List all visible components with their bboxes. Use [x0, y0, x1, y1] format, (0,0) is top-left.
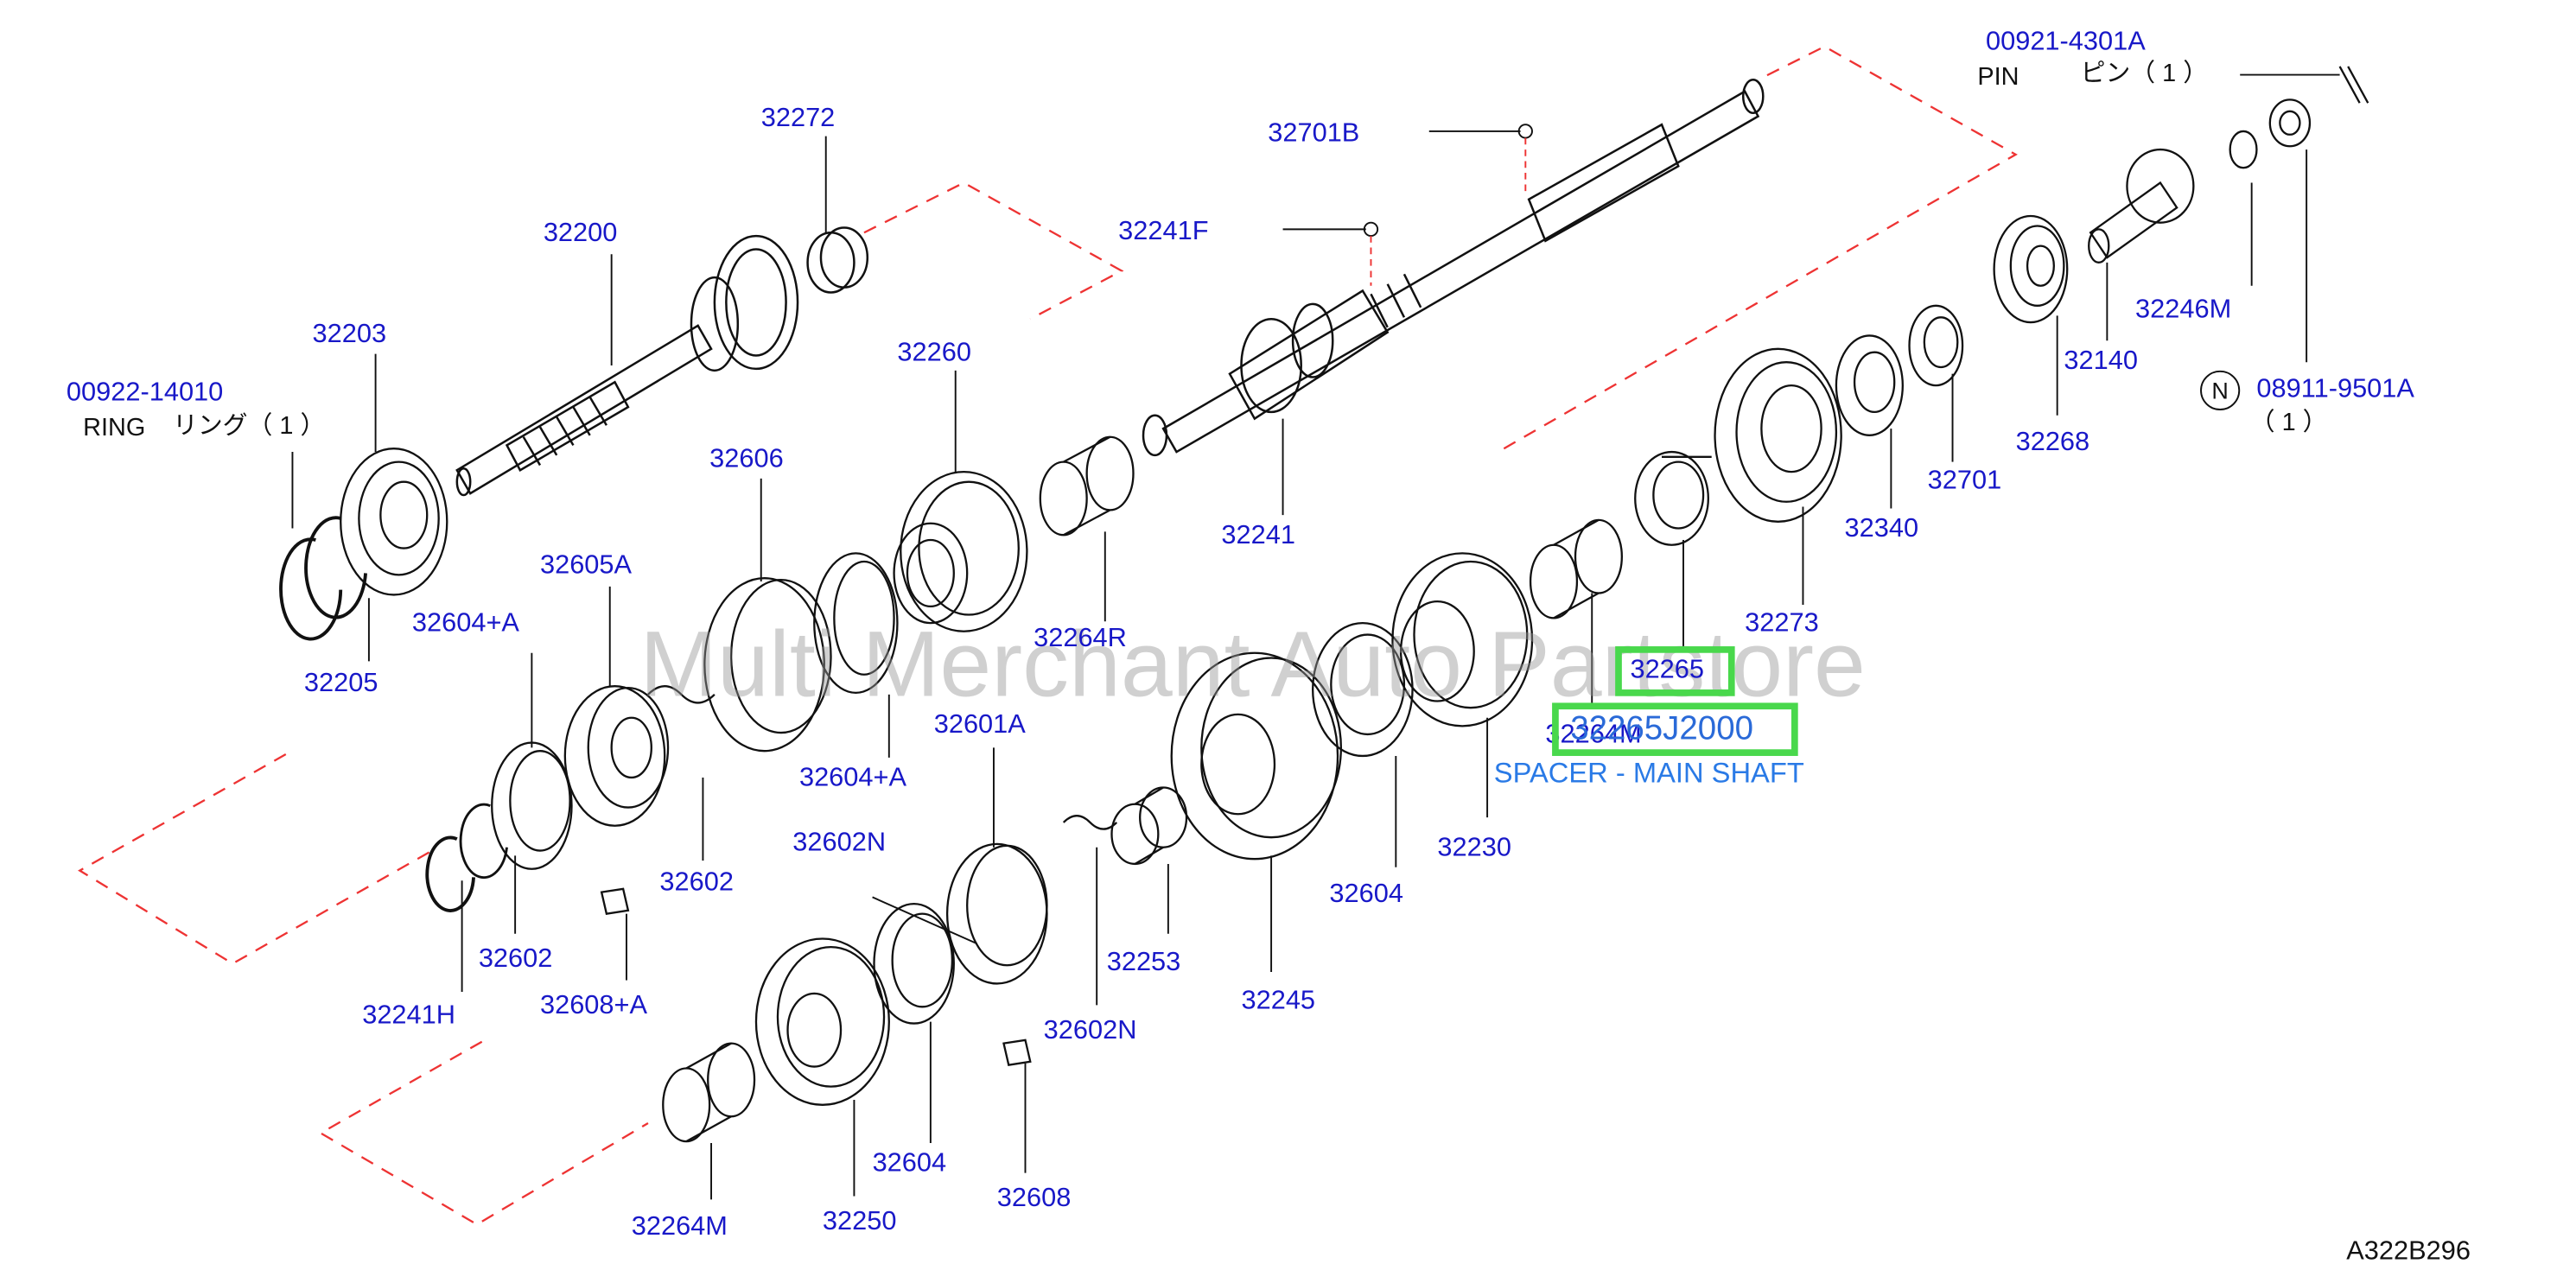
bearing-32264R: [1039, 435, 1135, 537]
gear-32250: [754, 937, 890, 1106]
input-shaft: [455, 226, 869, 497]
callout-32604-c[interactable]: 32604: [872, 1149, 947, 1178]
callout-32203[interactable]: 32203: [312, 321, 387, 349]
callout-32605A[interactable]: 32605A: [539, 551, 633, 581]
spacer-32265: [1634, 450, 1712, 546]
callout-32604A-lower[interactable]: 32604+A: [798, 764, 907, 793]
pin-note-en: PIN: [1977, 63, 2019, 92]
washer-nut: [2229, 66, 2369, 169]
hub-32605A: [425, 685, 716, 915]
n-mark-icon: N: [2200, 370, 2241, 410]
sleeve-32606: [703, 552, 899, 753]
callout-32701B[interactable]: 32701B: [1268, 119, 1360, 149]
leader-lines: [291, 73, 2340, 1200]
bearing-32264M: [1529, 518, 1624, 619]
ring-note-jp: リング（ 1 ）: [172, 411, 326, 441]
gear-32260: [893, 470, 1028, 632]
main-shaft: [1142, 79, 1765, 457]
bearing-32264M-lower: [662, 1042, 756, 1143]
bush-32253: [1062, 786, 1188, 866]
callout-32268[interactable]: 32268: [2015, 429, 2090, 457]
callout-32200[interactable]: 32200: [543, 219, 618, 248]
callout-32264R[interactable]: 32264R: [1034, 625, 1127, 653]
callout-32230[interactable]: 32230: [1437, 834, 1511, 863]
callout-32272[interactable]: 32272: [760, 105, 836, 133]
highlight-ref-box[interactable]: [1615, 646, 1735, 696]
callout-32701[interactable]: 32701: [1927, 467, 2002, 496]
callout-32602-b[interactable]: 32602: [478, 945, 553, 974]
callout-32245[interactable]: 32245: [1241, 987, 1316, 1015]
highlight-part-box[interactable]: [1552, 702, 1798, 756]
callout-32273[interactable]: 32273: [1745, 609, 1819, 638]
callout-32246M[interactable]: 32246M: [2135, 295, 2232, 324]
ring-note-en: RING: [83, 413, 146, 442]
gear-32230: [1391, 552, 1534, 727]
highlight-description: SPACER - MAIN SHAFT: [1493, 757, 1804, 790]
callout-32264M-lower[interactable]: 32264M: [631, 1212, 728, 1242]
callout-32260[interactable]: 32260: [897, 339, 971, 367]
callout-32250[interactable]: 32250: [822, 1208, 897, 1236]
flange-32140: [2088, 148, 2195, 264]
callout-00921-4301A[interactable]: 00921-4301A: [1985, 28, 2146, 57]
callout-32604A-upper[interactable]: 32604+A: [411, 609, 519, 638]
pin-note-jp: ピン（ 1 ）: [2080, 60, 2209, 88]
gears-32340-32701: [1835, 304, 1964, 436]
highlight-part-number[interactable]: 32265J2000: [1570, 711, 1753, 748]
callout-32340[interactable]: 32340: [1844, 515, 1919, 543]
callout-32604-b[interactable]: 32604: [1329, 880, 1403, 909]
callout-32264M-upper[interactable]: 32264M: [1545, 721, 1642, 750]
callout-00922-14010[interactable]: 00922-14010: [66, 378, 224, 408]
callout-32608A[interactable]: 32608+A: [539, 992, 648, 1020]
callout-32602N-lower[interactable]: 32602N: [1043, 1016, 1137, 1045]
callout-32602-a[interactable]: 32602: [659, 868, 735, 898]
callout-32241F[interactable]: 32241F: [1118, 217, 1209, 246]
callout-32205[interactable]: 32205: [303, 669, 378, 698]
hub-32601A: [873, 842, 1048, 1066]
callout-32601A[interactable]: 32601A: [933, 711, 1026, 740]
gear-32245: [1170, 621, 1414, 861]
callout-32140[interactable]: 32140: [2064, 346, 2138, 376]
callout-32253[interactable]: 32253: [1106, 949, 1181, 977]
bearing-32203: [279, 448, 448, 641]
callout-32608[interactable]: 32608: [996, 1185, 1072, 1213]
diagram-code: A322B296: [2346, 1237, 2471, 1267]
callout-08911-9501A[interactable]: 08911-9501A: [2256, 375, 2414, 404]
callout-32241[interactable]: 32241: [1221, 521, 1295, 550]
dashed-outlines: [78, 45, 2018, 1226]
highlight-ref-label[interactable]: 32265: [1630, 656, 1705, 685]
bearing-32268: [1993, 214, 2069, 324]
callout-32241H[interactable]: 32241H: [362, 1001, 455, 1031]
bearing-32273: [1714, 347, 1842, 523]
callout-32606[interactable]: 32606: [709, 445, 784, 474]
n-qty-note: （ 1 ）: [2249, 409, 2328, 437]
callout-32602N-upper[interactable]: 32602N: [792, 829, 887, 858]
